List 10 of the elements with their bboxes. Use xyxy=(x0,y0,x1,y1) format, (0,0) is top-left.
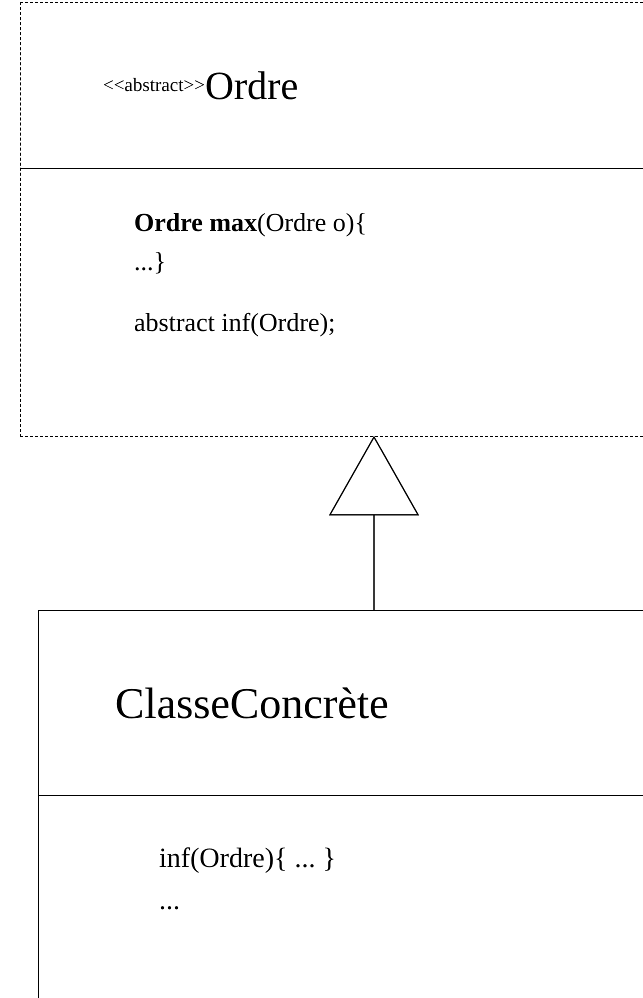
method-text: Ordre max(Ordre o){ ...} xyxy=(134,207,368,278)
stereotype-label: <<abstract>> xyxy=(103,74,205,96)
inheritance-arrow xyxy=(329,436,419,610)
method-text: ... xyxy=(159,884,181,918)
method-text: inf(Ordre){ ... } xyxy=(159,842,337,876)
class-box xyxy=(20,2,643,437)
class-box xyxy=(38,610,643,998)
method-text: abstract inf(Ordre); xyxy=(134,307,336,339)
class-name: ClasseConcrète xyxy=(115,678,389,728)
class-name: Ordre xyxy=(204,62,298,109)
